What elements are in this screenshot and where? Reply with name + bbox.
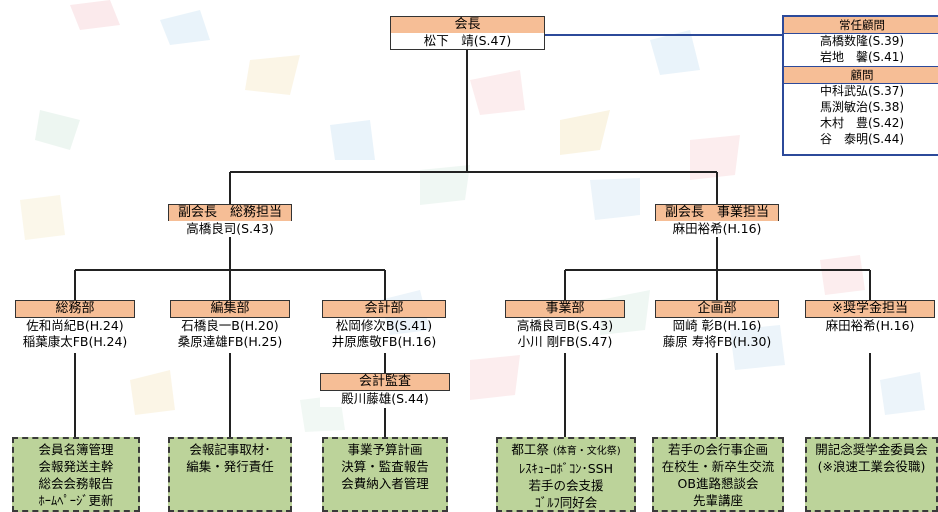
vp-business-title: 副会長 事業担当 xyxy=(655,204,779,222)
dept-scholarship: ※奨学金担当 麻田裕希(H.16) xyxy=(805,300,935,352)
task-box-accounting: 事業予算計画 決算・監査報告 会費納入者管理 xyxy=(322,437,448,512)
dept-member: 石橋良一B(H.20) xyxy=(181,318,279,333)
dept-business: 事業部 高橋良司B(S.43) 小川 剛FB(S.47) xyxy=(505,300,625,352)
dept-title: 編集部 xyxy=(170,300,290,318)
task-item: 総会会務報告 xyxy=(38,476,114,491)
dept-member: 井原應敬FB(H.16) xyxy=(331,334,437,349)
dept-title: 総務部 xyxy=(15,300,135,318)
task-item: 在校生・新卒生交流 xyxy=(661,459,775,474)
task-item-note: (体育・文化祭) xyxy=(552,446,621,457)
task-box-planning: 若手の会行事企画 在校生・新卒生交流 OB進路懇談会 先輩講座 xyxy=(652,437,784,512)
dept-title: ※奨学金担当 xyxy=(805,300,935,318)
advisor: 谷 泰明(S.44) xyxy=(819,132,905,146)
advisor: 木村 豊(S.42) xyxy=(819,116,905,130)
standing-advisor: 岩地 馨(S.41) xyxy=(819,50,905,64)
dept-member: 岡崎 彰B(H.16) xyxy=(672,318,762,333)
president-node: 会長 松下 靖(S.47) xyxy=(390,16,545,50)
task-item: 若手の会行事企画 xyxy=(667,442,768,457)
dept-member: 小川 剛FB(S.47) xyxy=(517,334,613,349)
audit-title: 会計監査 xyxy=(320,373,450,391)
advisors-title: 顧問 xyxy=(784,66,938,84)
task-item: 都工祭 xyxy=(511,442,549,457)
dept-member: 桑原達雄FB(H.25) xyxy=(177,334,283,349)
task-item: OB進路懇談会 xyxy=(677,476,759,491)
dept-member: 稲葉康太FB(H.24) xyxy=(22,334,128,349)
task-box-business: 都工祭 (体育・文化祭) ﾚｽｷｭｰﾛﾎﾞｺﾝ･SSH 若手の会支援 ｺﾞﾙﾌ同… xyxy=(496,437,636,512)
audit-name: 殿川藤雄(S.44) xyxy=(320,391,450,407)
task-item: 会報記事取材･ xyxy=(189,442,271,457)
dept-accounting: 会計部 松岡修次B(S.41) 井原應敬FB(H.16) xyxy=(322,300,446,352)
task-item: (※浪速工業会役職) xyxy=(817,459,926,474)
task-box-scholarship: 開記念奨学金委員会 (※浪速工業会役職) xyxy=(805,437,938,512)
audit-node: 会計監査 殿川藤雄(S.44) xyxy=(320,373,450,409)
vp-general-node: 副会長 総務担当 高橋良司(S.43) xyxy=(168,204,292,238)
task-item: 事業予算計画 xyxy=(347,442,423,457)
task-item: ﾎｰﾑﾍﾟｰｼﾞ更新 xyxy=(38,493,114,508)
vp-business-name: 麻田裕希(H.16) xyxy=(655,221,779,237)
dept-member: 高橋良司B(S.43) xyxy=(516,318,614,333)
dept-member: 佐和尚紀B(H.24) xyxy=(26,318,124,333)
president-name: 松下 靖(S.47) xyxy=(390,33,545,50)
vp-general-name: 高橋良司(S.43) xyxy=(168,221,292,237)
dept-title: 会計部 xyxy=(322,300,446,318)
president-title: 会長 xyxy=(390,16,545,34)
standing-advisor: 高橋数隆(S.39) xyxy=(819,34,905,48)
dept-title: 企画部 xyxy=(655,300,779,318)
task-item: 先輩講座 xyxy=(692,493,743,508)
task-item: ｺﾞﾙﾌ同好会 xyxy=(534,495,598,510)
dept-editorial: 編集部 石橋良一B(H.20) 桑原達雄FB(H.25) xyxy=(170,300,290,352)
task-item: 決算・監査報告 xyxy=(341,459,429,474)
dept-title: 事業部 xyxy=(505,300,625,318)
standing-advisors-title: 常任顧問 xyxy=(784,17,938,34)
task-box-editorial: 会報記事取材･ 編集・発行責任 xyxy=(168,437,292,512)
task-box-general-affairs: 会員名簿管理 会報発送主幹 総会会務報告 ﾎｰﾑﾍﾟｰｼﾞ更新 xyxy=(12,437,140,512)
advisor: 馬渕敏治(S.38) xyxy=(819,100,905,114)
dept-member: 藤原 寿将FB(H.30) xyxy=(662,334,772,349)
task-item: ﾚｽｷｭｰﾛﾎﾞｺﾝ･SSH xyxy=(518,461,614,476)
dept-member: 麻田裕希(H.16) xyxy=(825,318,915,333)
dept-member: 松岡修次B(S.41) xyxy=(335,318,433,333)
task-item: 会費納入者管理 xyxy=(341,476,429,491)
advisors-box: 常任顧問 高橋数隆(S.39) 岩地 馨(S.41) 顧問 中科武弘(S.37)… xyxy=(782,15,938,156)
dept-general-affairs: 総務部 佐和尚紀B(H.24) 稲葉康太FB(H.24) xyxy=(15,300,135,352)
task-item: 若手の会支援 xyxy=(528,478,604,493)
dept-planning: 企画部 岡崎 彰B(H.16) 藤原 寿将FB(H.30) xyxy=(655,300,779,352)
vp-business-node: 副会長 事業担当 麻田裕希(H.16) xyxy=(655,204,779,238)
task-item: 開記念奨学金委員会 xyxy=(815,442,928,457)
task-item: 会員名簿管理 xyxy=(38,442,114,457)
vp-general-title: 副会長 総務担当 xyxy=(168,204,292,222)
task-item: 会報発送主幹 xyxy=(38,459,114,474)
advisor: 中科武弘(S.37) xyxy=(819,84,905,98)
task-item: 編集・発行責任 xyxy=(186,459,274,474)
